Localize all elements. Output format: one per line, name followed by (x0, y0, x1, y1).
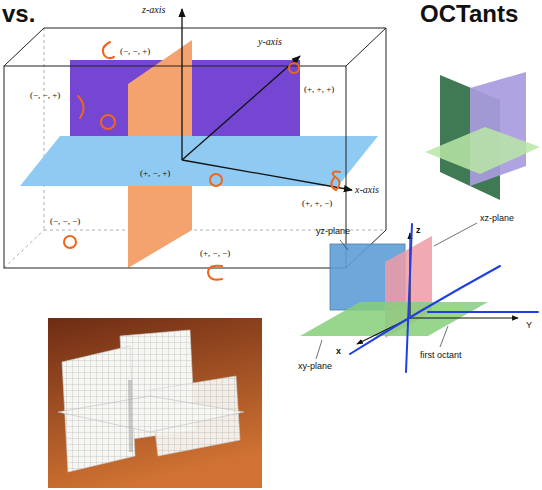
handwritten-axis (406, 224, 412, 372)
cube-edge (4, 28, 44, 66)
heading-word: vs. (2, 0, 35, 28)
hidden-edge (4, 230, 44, 268)
coordinate-planes-sketch (300, 223, 538, 372)
paper-model-photo (48, 318, 262, 488)
axis-label: y-axis (258, 36, 282, 48)
y-axis-arrow (182, 56, 300, 160)
leader-line (434, 223, 477, 246)
plane-label: first octant (420, 350, 462, 360)
plane-label: xy-plane (298, 361, 332, 371)
x-axis-arrow (182, 160, 352, 190)
octant-label: (+, −, +) (140, 168, 170, 178)
three-planes-sketch (425, 72, 540, 200)
light-green-plane (425, 127, 540, 174)
cube-edge (386, 28, 387, 230)
octant-label: (−, −, +) (120, 46, 150, 56)
cube-edge (44, 28, 386, 29)
axis-letter: x (336, 346, 341, 356)
z-axis-arrow (181, 9, 182, 160)
cube-edge (346, 28, 386, 66)
axis-arrow (410, 317, 518, 318)
paper-shadow (128, 380, 133, 452)
octant-label: (+, +, −) (302, 198, 332, 208)
handwritten-mark (208, 266, 222, 280)
plane-label: yz-plane (316, 226, 350, 236)
handwritten-axis (428, 311, 538, 313)
handwritten-mark (103, 42, 114, 58)
handwritten-mark (78, 96, 84, 118)
handwritten-mark (64, 236, 76, 248)
axis-label: x-axis (355, 184, 379, 196)
octant-label: (+, −, −) (200, 248, 230, 258)
photo-ground (48, 318, 262, 488)
axis-letter: Y (526, 320, 532, 330)
handwritten-mark (331, 172, 340, 191)
blue-plane (20, 136, 378, 186)
hidden-edge (44, 28, 45, 230)
heading-word: OCTants (420, 0, 518, 28)
handwritten-mark (289, 63, 299, 73)
handwritten-mark (101, 115, 115, 129)
cube-front-face (4, 66, 346, 268)
leader-line (316, 340, 322, 359)
leader-line (340, 240, 348, 250)
octant-label: (+, +, +) (304, 84, 334, 94)
octant-label: (−, −, −) (50, 216, 80, 226)
axis-label: z-axis (142, 4, 165, 16)
octant-cube (4, 9, 386, 280)
handwritten-mark (210, 174, 222, 186)
xy-plane-shape (300, 302, 488, 336)
paper-sheet (58, 396, 244, 432)
axis-letter: z (416, 225, 421, 235)
octant-label: (−, −, +) (30, 90, 60, 100)
handwritten-axis (350, 266, 500, 354)
plane-label: xz-plane (480, 213, 514, 223)
leader-line (440, 326, 448, 347)
